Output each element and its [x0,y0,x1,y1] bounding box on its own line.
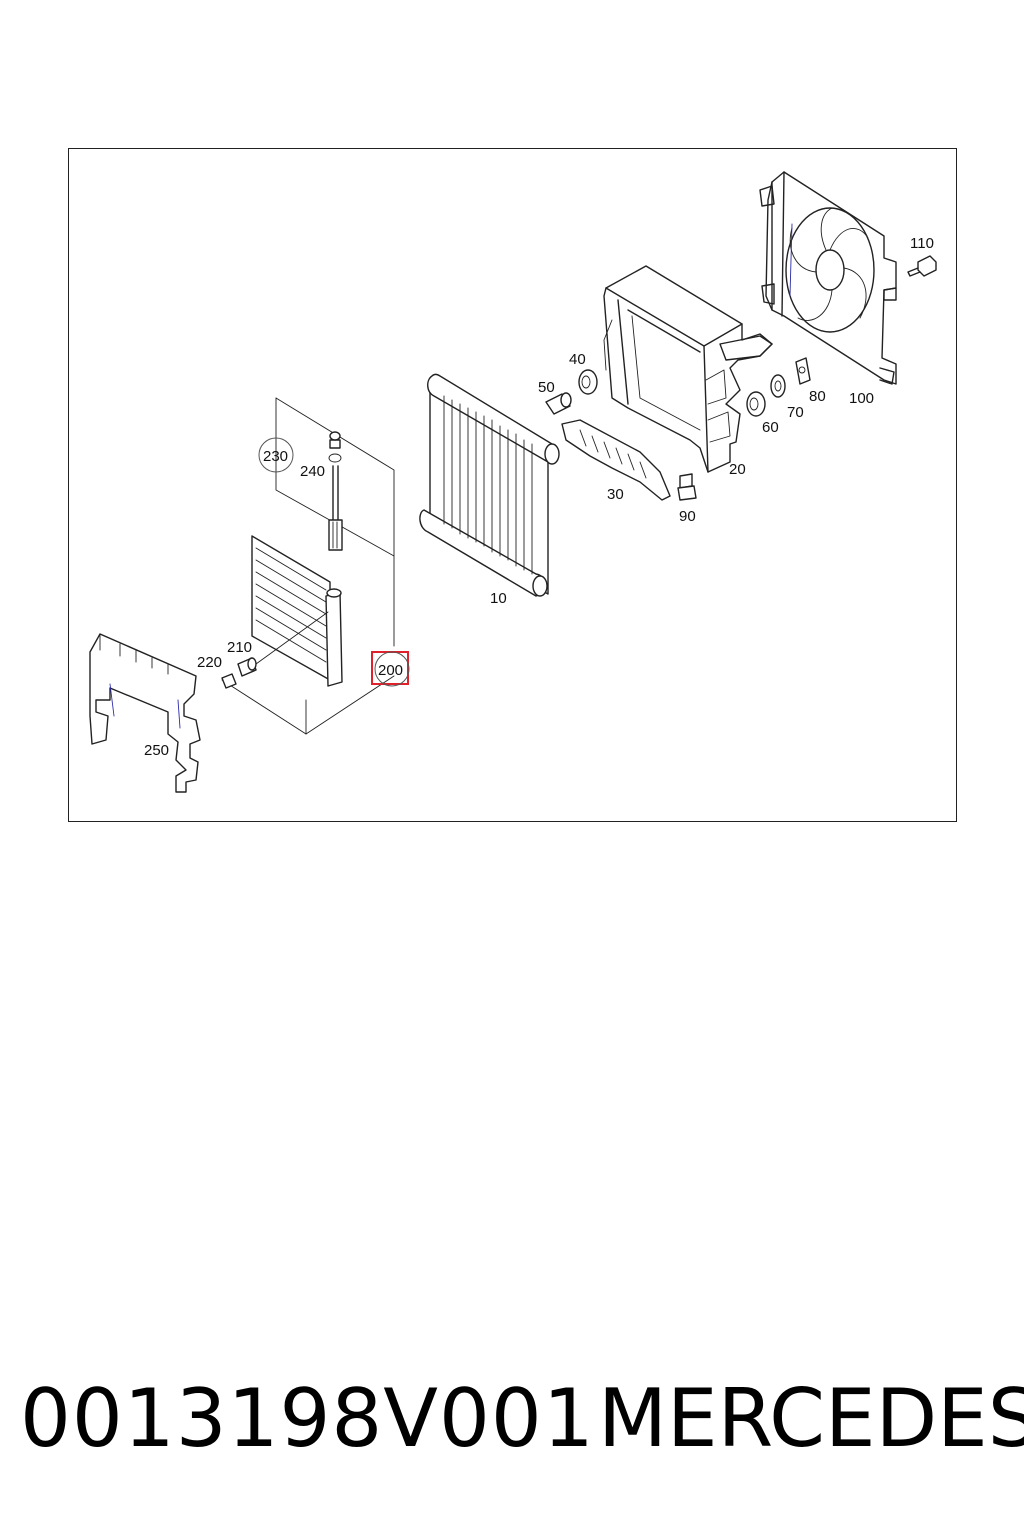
label-40: 40 [569,351,586,368]
radiator-10-part [419,373,560,597]
label-230: 230 [263,448,288,465]
label-110: 110 [910,235,934,252]
fitting-210-part [237,657,257,677]
bolt-90-part [677,473,697,501]
label-250: 250 [144,742,169,759]
label-10: 10 [490,590,507,607]
label-70: 70 [787,404,804,421]
grommet-60-part [746,391,766,417]
brand-caption: MERCEDES [598,1372,1024,1465]
label-220: 220 [197,654,222,671]
label-210: 210 [227,639,252,656]
part-number-caption: 0013198V001 [20,1372,595,1465]
diagram-frame [68,148,957,822]
grommet-70-part [770,374,786,398]
label-60: 60 [762,419,779,436]
bushing-50-part [545,392,572,415]
label-30: 30 [607,486,624,503]
label-50: 50 [538,379,555,396]
label-240: 240 [300,463,325,480]
label-100: 100 [849,390,874,407]
air-guide-30-part [561,419,671,501]
bracket-250-part [89,633,201,793]
callout-circle-200 [374,651,410,687]
clip-80-part [795,357,811,385]
label-20: 20 [729,461,746,478]
screw-110-part [907,255,937,277]
label-200: 200 [378,662,403,679]
condenser-200-assembly [221,397,395,735]
cap-220-part [221,673,237,689]
radiator-frame-part [603,265,773,473]
filter-240-part [328,431,343,551]
label-80: 80 [809,388,826,405]
fan-shroud-part [759,171,897,385]
grommet-40-part [578,369,598,395]
label-90: 90 [679,508,696,525]
callout-circle-230 [258,437,294,473]
